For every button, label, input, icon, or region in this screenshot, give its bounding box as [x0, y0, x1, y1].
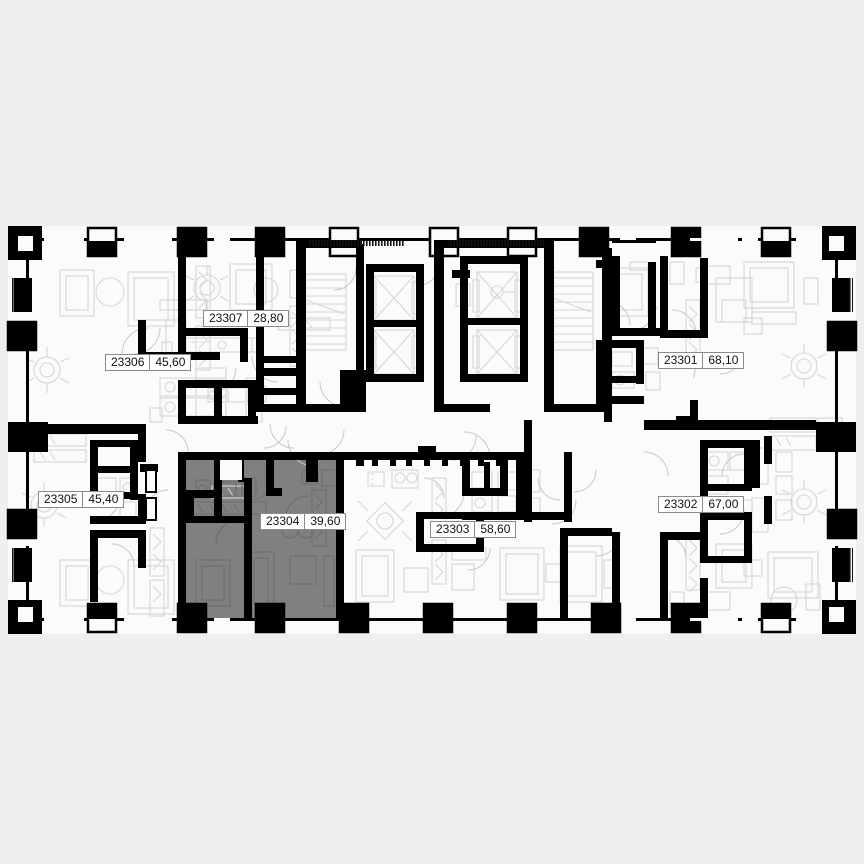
- unit-label-23302[interactable]: 23302 67,00: [658, 496, 745, 513]
- unit-area: 45,40: [82, 492, 123, 507]
- unit-id: 23302: [664, 497, 698, 511]
- unit-id: 23301: [664, 353, 698, 367]
- unit-area: 68,10: [702, 353, 743, 368]
- bottom-columns: [86, 602, 792, 634]
- unit-label-23307[interactable]: 23307 28,80: [203, 310, 290, 327]
- unit-area: 58,60: [474, 522, 515, 537]
- unit-id: 23304: [266, 514, 300, 528]
- window-openings: [44, 238, 822, 621]
- unit-label-23306[interactable]: 23306 45,60: [105, 354, 192, 371]
- unit-label-23301[interactable]: 23301 68,10: [658, 352, 745, 369]
- unit-label-23303[interactable]: 23303 58,60: [430, 521, 517, 538]
- unit-id: 23303: [436, 522, 470, 536]
- unit-id: 23307: [209, 311, 243, 325]
- unit-label-23304[interactable]: 23304 39,60: [260, 513, 347, 530]
- unit-area: 45,60: [149, 355, 190, 370]
- unit-id: 23306: [111, 355, 145, 369]
- unit-area: 67,00: [702, 497, 743, 512]
- side-columns: [6, 320, 858, 540]
- unit-area: 39,60: [304, 514, 345, 529]
- unit-id: 23305: [44, 492, 78, 506]
- unit-label-23305[interactable]: 23305 45,40: [38, 491, 125, 508]
- unit-area: 28,80: [247, 311, 288, 326]
